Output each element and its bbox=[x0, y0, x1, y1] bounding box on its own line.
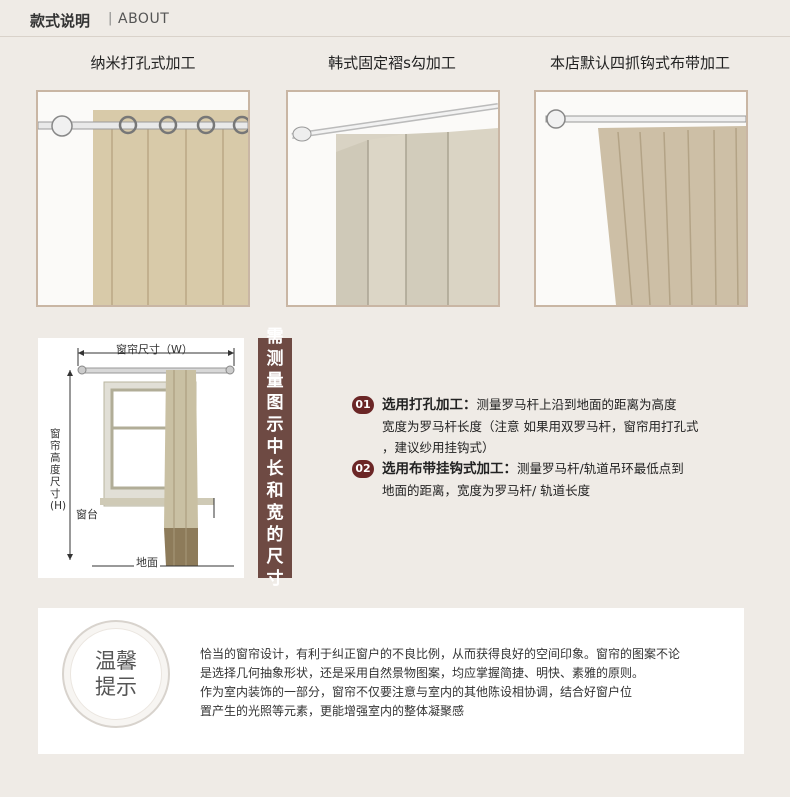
tip-badge: 温馨 提示 bbox=[62, 620, 170, 728]
tip-line: 恰当的窗帘设计，有利于纠正窗户的不良比例，从而获得良好的空间印象。窗帘的图案不论 bbox=[200, 647, 681, 661]
style-title-tape-hook: 本店默认四抓钩式布带加工 bbox=[549, 54, 730, 72]
banner-char: 需 bbox=[266, 327, 284, 347]
instruction-label: 选用布带挂钩式加工： bbox=[382, 461, 517, 477]
tip-line: 作为室内装饰的一部分，窗帘不仅要注意与室内的其他陈设相协调，结合好窗户位 bbox=[200, 685, 633, 699]
banner-char: 宽 bbox=[266, 503, 284, 523]
banner-char: 示 bbox=[266, 415, 284, 435]
step-badge-01: 01 bbox=[352, 396, 374, 414]
measurement-diagram: 窗帘尺寸（W） 窗帘高度尺寸(H) 窗台 地面 bbox=[38, 338, 244, 578]
section-header: 款式说明 | ABOUT bbox=[0, 0, 790, 38]
height-label: 窗帘高度尺寸(H) bbox=[50, 428, 67, 512]
banner-char: 尺 bbox=[266, 547, 284, 567]
step-badge-02: 02 bbox=[352, 460, 374, 478]
header-subtitle: ABOUT bbox=[118, 11, 170, 27]
banner-char: 的 bbox=[266, 525, 284, 545]
header-separator: | bbox=[108, 11, 113, 26]
tip-box: 温馨 提示 恰当的窗帘设计，有利于纠正窗户的不良比例，从而获得良好的空间印象。窗… bbox=[38, 608, 744, 754]
instruction-line: 宽度为罗马杆长度（注意 如果用双罗马杆，窗帘用打孔式 bbox=[382, 419, 699, 434]
banner-char: 图 bbox=[266, 393, 284, 413]
banner-char: 测 bbox=[266, 349, 284, 369]
grommet-curtain-photo bbox=[36, 90, 250, 307]
tip-title-line1: 温馨 bbox=[95, 649, 137, 673]
banner-char: 量 bbox=[266, 371, 284, 391]
instruction-line: 测量罗马杆上沿到地面的距离为高度 bbox=[476, 397, 677, 412]
tip-title-line2: 提示 bbox=[95, 675, 137, 699]
banner-char: 长 bbox=[266, 459, 284, 479]
tip-text: 恰当的窗帘设计，有利于纠正窗户的不良比例，从而获得良好的空间印象。窗帘的图案不论… bbox=[200, 645, 740, 721]
instruction-label: 选用打孔加工： bbox=[382, 397, 477, 413]
floor-label: 地面 bbox=[134, 554, 160, 570]
tape-hook-curtain-photo bbox=[534, 90, 748, 307]
banner-char: 和 bbox=[266, 481, 284, 501]
instruction-line: 测量罗马杆/轨道吊环最低点到 bbox=[517, 461, 684, 476]
style-title-pinch-pleat: 韩式固定褶s勾加工 bbox=[328, 54, 456, 72]
instruction-line: 地面的距离，宽度为罗马杆/ 轨道长度 bbox=[382, 483, 591, 498]
instruction-line: ，建议纱用挂钩式） bbox=[382, 440, 495, 455]
tip-line: 是选择几何抽象形状，还是采用自然景物图案，均应掌握简捷、明快、素雅的原则。 bbox=[200, 666, 645, 680]
sill-label: 窗台 bbox=[76, 508, 98, 521]
style-title-grommet: 纳米打孔式加工 bbox=[90, 54, 196, 72]
width-label: 窗帘尺寸（W） bbox=[116, 343, 193, 356]
banner-char: 寸 bbox=[266, 569, 284, 589]
pinch-pleat-curtain-photo bbox=[286, 90, 500, 307]
header-divider bbox=[0, 36, 790, 37]
tip-line: 置产生的光照等元素，更能增强室内的整体凝聚感 bbox=[200, 704, 465, 718]
measure-banner: 需 测 量 图 示 中 长 和 宽 的 尺 寸 bbox=[258, 327, 292, 589]
header-title: 款式说明 bbox=[30, 12, 91, 30]
banner-char: 中 bbox=[266, 437, 284, 457]
